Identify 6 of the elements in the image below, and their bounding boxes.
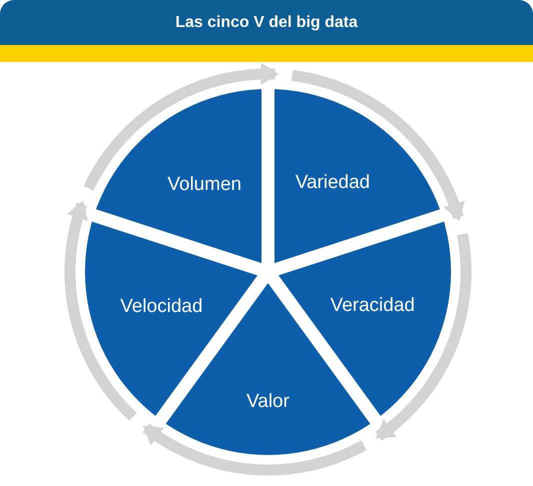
sector-label: Valor [246,391,290,413]
sector-label: Veracidad [330,294,415,317]
sector-label: Volumen [168,174,242,196]
sector-label: Variedad [295,172,370,194]
sector-label: Velocidad [120,296,203,318]
title-bar: Las cinco V del big data [0,0,533,45]
